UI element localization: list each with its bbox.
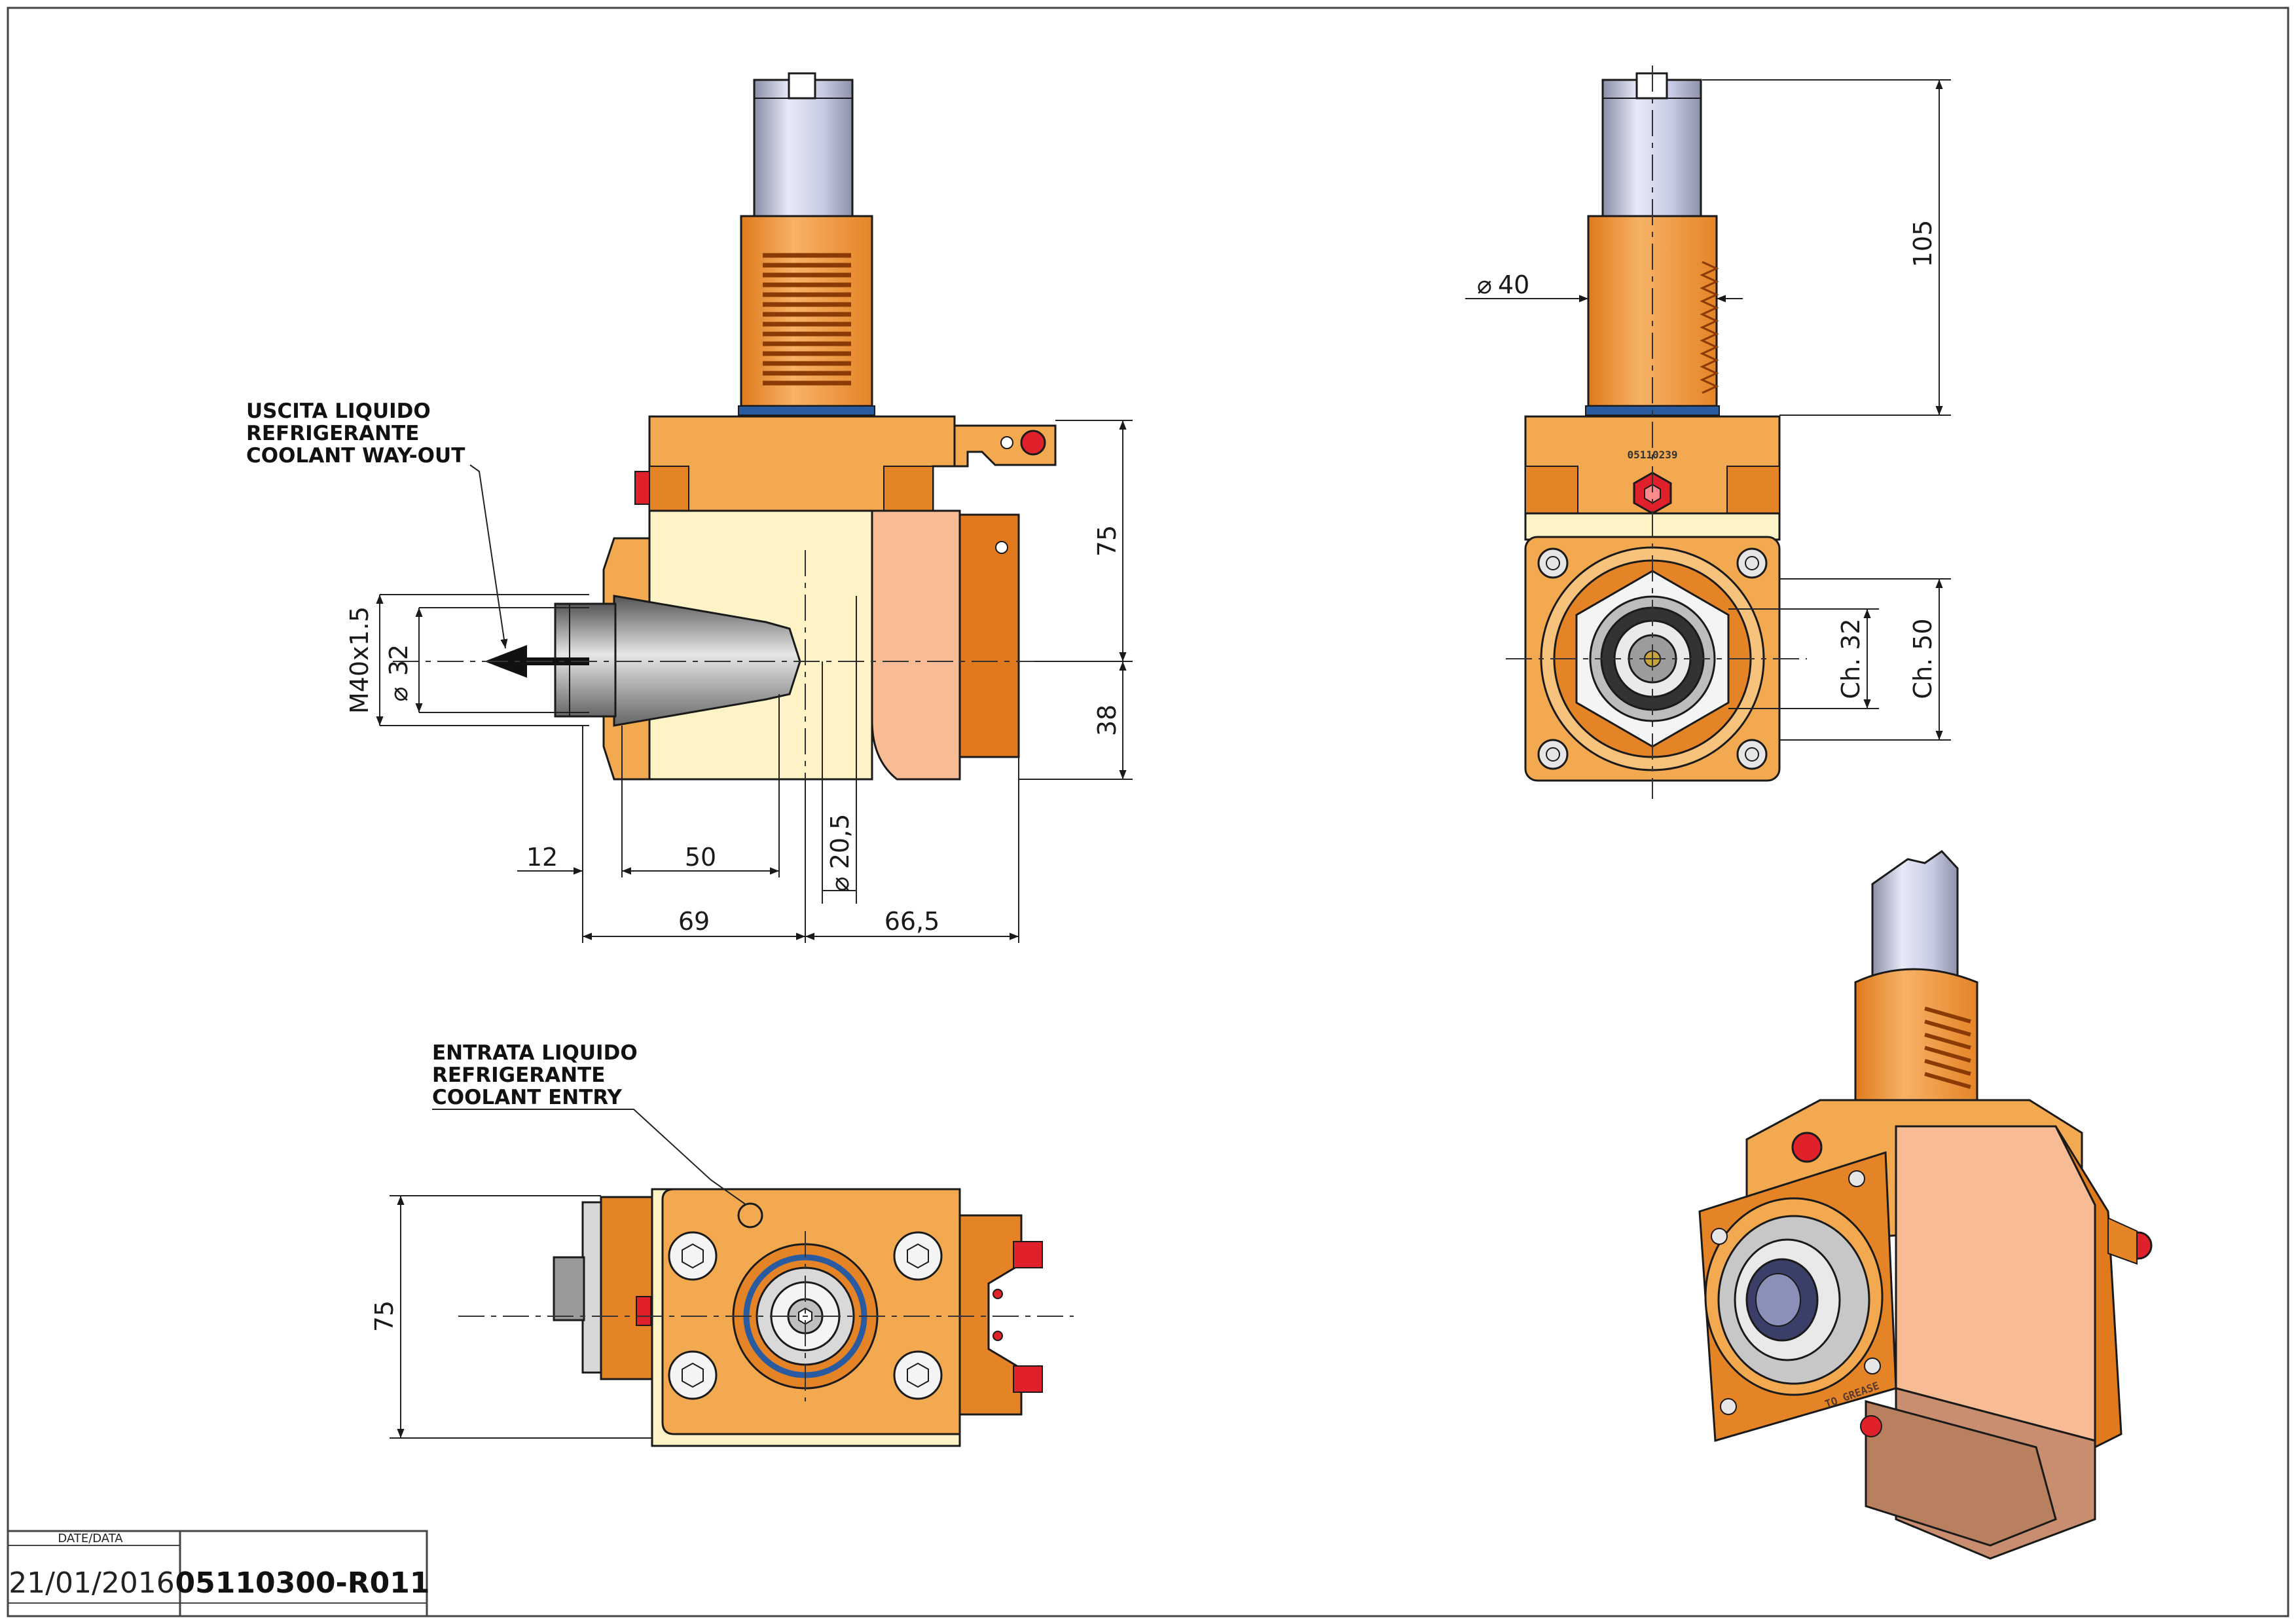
dim-ch-32: Ch. 32 xyxy=(1836,618,1865,699)
bottom-bolts xyxy=(668,1231,943,1400)
coolant-in-line-3: COOLANT ENTRY xyxy=(432,1086,623,1109)
dim-dia-32: 32 xyxy=(384,644,413,676)
dim-105: 105 xyxy=(1908,220,1937,268)
dia-symbol-icon: ⌀ xyxy=(826,877,854,892)
date-label: DATE/DATA xyxy=(58,1532,123,1545)
dim-75-bottom: 75 xyxy=(370,1301,399,1332)
drawing-code: 05110300-R011 xyxy=(175,1566,430,1600)
side-view xyxy=(393,72,1057,864)
front-dim-texts: ⌀ 40 105 Ch. 32 Ch. 50 xyxy=(1477,220,1937,699)
side-dimensions xyxy=(376,420,1133,943)
bottom-view xyxy=(458,1188,1074,1447)
bottom-dimensions xyxy=(390,1195,652,1439)
dim-12: 12 xyxy=(526,843,558,872)
side-main-body-salmon xyxy=(871,509,961,781)
iso-salmon-block xyxy=(1895,1125,2096,1442)
title-block: DATE/DATA 21/01/2016 05110300-R011 xyxy=(7,1530,430,1617)
front-bolts xyxy=(1537,547,1768,770)
dim-dia-40: 40 xyxy=(1498,270,1529,299)
coolant-in-note: ENTRATA LIQUIDO REFRIGERANTE COOLANT ENT… xyxy=(432,1041,638,1109)
iso-red-plug-icon xyxy=(1791,1132,1823,1163)
isometric-view: TO GREASE xyxy=(1698,850,2153,1560)
dim-50: 50 xyxy=(685,843,716,872)
front-view: 05110239 xyxy=(1506,65,1807,799)
side-column-threads xyxy=(763,253,851,386)
dim-ch-50: Ch. 50 xyxy=(1908,618,1937,699)
side-column xyxy=(740,215,873,407)
bottom-right-lugs xyxy=(958,1214,1023,1416)
side-seal-ring xyxy=(738,405,875,416)
iso-side-plate xyxy=(2054,1126,2123,1449)
dia-symbol-icon: ⌀ xyxy=(1477,270,1492,299)
dim-69: 69 xyxy=(678,907,710,936)
drawing-date: 21/01/2016 xyxy=(9,1566,175,1600)
side-drive-shaft xyxy=(753,79,854,217)
dim-75: 75 xyxy=(1093,525,1121,557)
dia-symbol-icon: ⌀ xyxy=(384,687,413,702)
side-side-plate xyxy=(958,513,1020,758)
dim-38: 38 xyxy=(1093,705,1121,736)
front-dimensions xyxy=(1465,79,1951,741)
coolant-out-line-2: REFRIGERANTE xyxy=(246,422,419,445)
front-column-thread-profile xyxy=(1700,261,1719,394)
coolant-in-line-1: ENTRATA LIQUIDO xyxy=(432,1041,638,1065)
dim-thread: M40x1.5 xyxy=(345,606,374,714)
coolant-in-leader xyxy=(432,1109,747,1206)
coolant-out-note: USCITA LIQUIDO REFRIGERANTE COOLANT WAY-… xyxy=(246,399,465,468)
bottom-left-flange xyxy=(581,1201,602,1374)
coolant-in-line-2: REFRIGERANTE xyxy=(432,1063,605,1087)
iso-column xyxy=(1854,968,1978,1128)
dim-dia-20-5: 20,5 xyxy=(826,814,854,870)
coolant-out-line-3: COOLANT WAY-OUT xyxy=(246,444,465,468)
coolant-out-line-1: USCITA LIQUIDO xyxy=(246,399,431,423)
side-dim-texts: M40x1.5 32 ⌀ 12 50 69 66,5 20,5 ⌀ 75 38 xyxy=(345,525,1121,936)
sheet-border xyxy=(7,7,2289,1617)
coolant-out-leader xyxy=(469,464,508,649)
side-red-plug xyxy=(1020,430,1046,456)
dim-66-5: 66,5 xyxy=(884,907,940,936)
